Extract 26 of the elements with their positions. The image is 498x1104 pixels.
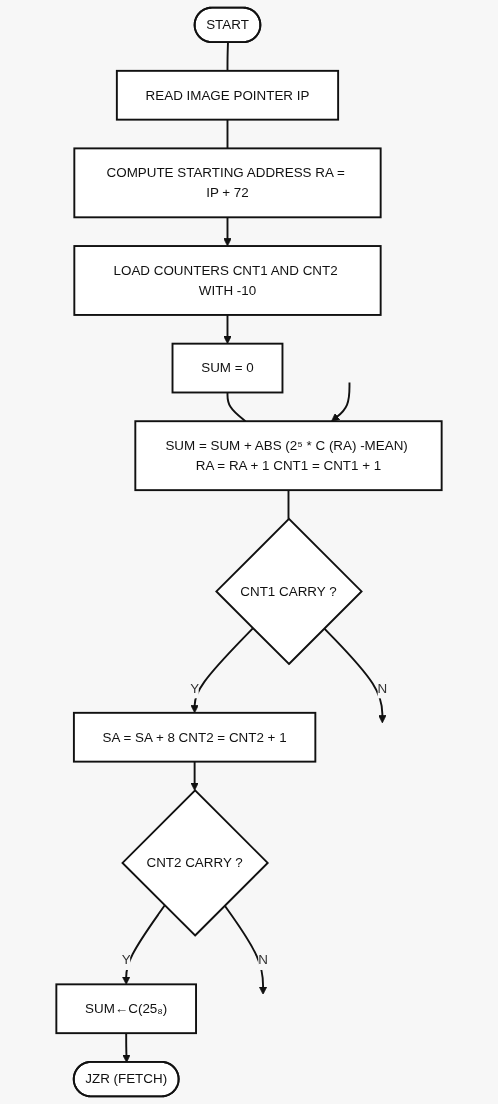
arrow <box>190 760 199 791</box>
connector <box>287 489 290 520</box>
node-box: SA = SA + 8 CNT2 = CNT2 + 1 <box>72 711 317 763</box>
edge-label: N <box>377 680 388 696</box>
arrow <box>190 627 254 714</box>
node-box: LOAD COUNTERS CNT1 AND CNT2 WITH -10 <box>73 245 382 316</box>
arrow <box>122 1032 131 1063</box>
arrow <box>223 904 268 995</box>
arrow <box>223 314 232 345</box>
node-box: SUM = 0 <box>171 342 284 394</box>
arrow <box>122 904 166 985</box>
arrow <box>331 381 351 422</box>
node-box: SUM = SUM + ABS (2⁵ * C (RA) -MEAN) RA = RA + 1 CNT1 = CNT1 + 1 <box>134 420 443 492</box>
connector <box>226 118 229 150</box>
node-box: SUM←C(25₈) <box>55 983 197 1035</box>
edge-label: N <box>258 951 268 968</box>
edge-label: Y <box>121 951 131 968</box>
edge-label: Y <box>190 680 200 696</box>
connector <box>226 41 229 72</box>
node-diamond: CNT1 CARRY ? <box>215 517 363 666</box>
arrow <box>323 627 387 724</box>
node-diamond: CNT2 CARRY ? <box>121 789 270 937</box>
node-box: READ IMAGE POINTER IP <box>115 69 340 121</box>
connector <box>226 391 247 423</box>
node-box: COMPUTE STARTING ADDRESS RA = IP + 72 <box>73 147 382 219</box>
arrow <box>223 216 232 247</box>
